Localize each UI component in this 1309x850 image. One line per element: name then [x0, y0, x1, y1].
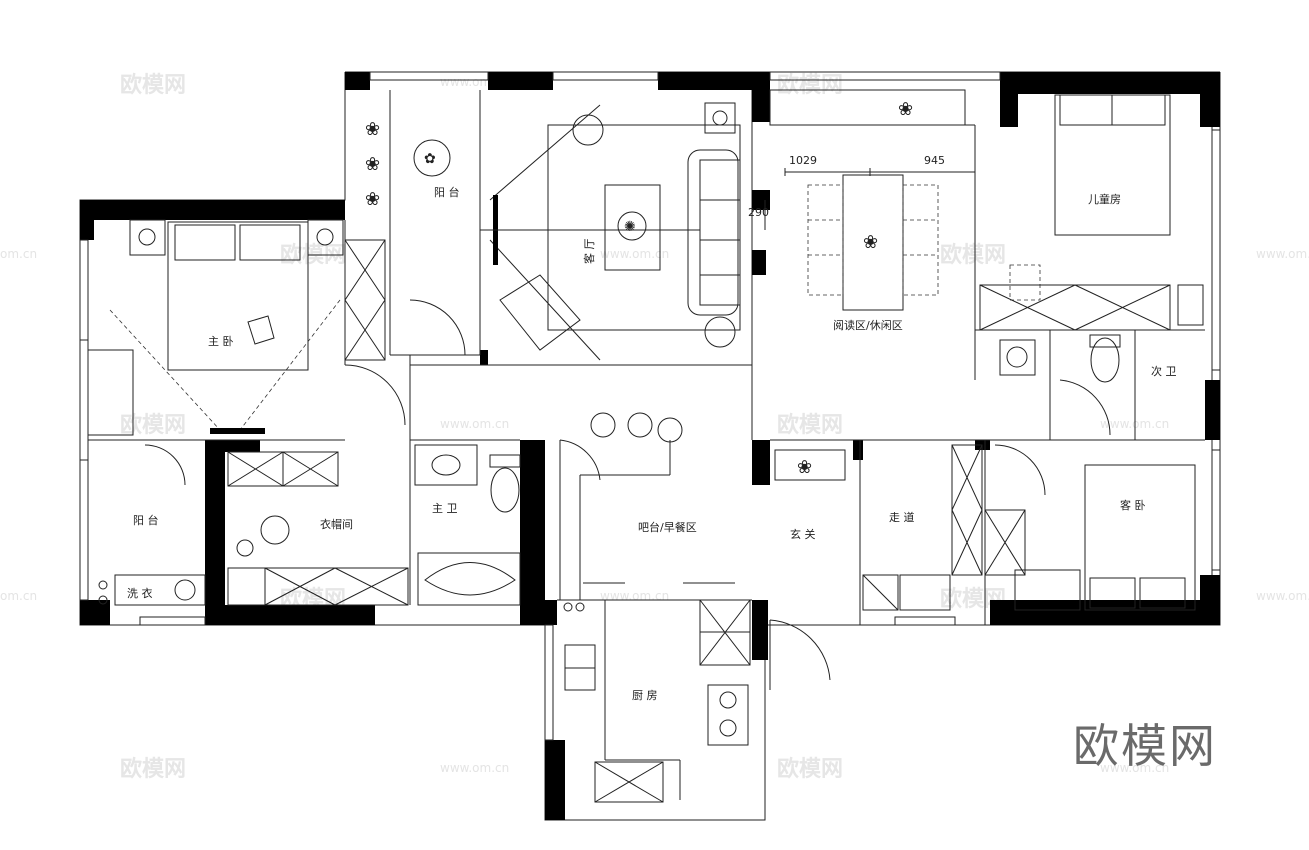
dimension-labels: 1029 945 290	[748, 154, 945, 219]
children-room-furniture	[979, 94, 1171, 331]
room-label-master-bedroom: 主 卧	[208, 335, 234, 348]
plant-icon: ❀	[863, 232, 878, 253]
flower-icon: ✺	[624, 219, 636, 235]
watermark: 欧模网	[120, 72, 186, 98]
watermark: 欧模网	[120, 412, 186, 438]
structural-walls	[80, 72, 1220, 820]
living-room-furniture: ✺	[480, 102, 741, 361]
dimension-label: 1029	[789, 154, 817, 167]
dimension-label: 290	[748, 206, 769, 219]
room-label-balcony-left: 阳 台	[133, 513, 159, 527]
room-label-bar-breakfast: 吧台/早餐区	[638, 520, 697, 534]
room-label-reading-area: 阅读区/休闲区	[833, 318, 903, 332]
plant-icon: ❀	[365, 154, 380, 175]
watermark-url: www.om.cn	[1100, 761, 1169, 775]
watermark-url: www.om.cn	[1256, 247, 1309, 261]
reading-area-furniture: ❀ ❀	[764, 89, 976, 311]
watermark: 欧模网	[777, 756, 843, 782]
room-label-guest-bedroom: 客 卧	[1120, 498, 1146, 512]
closet-furniture	[227, 451, 409, 606]
kitchen-fixtures	[563, 599, 751, 803]
room-label-master-bath: 主 卫	[432, 502, 458, 515]
watermark-url: www.om.cn	[600, 247, 669, 261]
windows	[79, 71, 1221, 741]
room-label-entrance: 玄 关	[790, 527, 816, 541]
plant-icon: ✿	[424, 151, 436, 167]
master-bedroom-furniture	[87, 219, 344, 436]
watermark-url: www.om.cn	[440, 761, 509, 775]
brand-logo: 欧模网	[1073, 719, 1217, 773]
room-label-laundry: 洗 衣	[127, 586, 153, 600]
room-label-second-bath: 次 卫	[1151, 364, 1177, 378]
watermark-url: www.om.cn	[600, 589, 669, 603]
watermark-url: www.om.cn	[440, 417, 509, 431]
master-bath-fixtures	[414, 444, 521, 606]
entrance-furniture: ❀	[774, 444, 1196, 611]
plant-icon: ❀	[365, 119, 380, 140]
partitions	[88, 90, 1205, 800]
watermark-url: www.om.cn	[1256, 589, 1309, 603]
room-label-children-room: 儿童房	[1088, 192, 1121, 206]
bar-furniture	[410, 364, 752, 584]
watermark: 欧模网	[120, 756, 186, 782]
balcony-left-furniture	[98, 539, 254, 606]
room-labels: 阳 台 客 厅 儿童房 主 卧 阅读区/休闲区 次 卫 阳 台 衣帽间 主 卫 …	[127, 185, 1177, 702]
second-bath-fixtures	[999, 284, 1204, 383]
balcony-top-furniture: ✿ ❀ ❀ ❀	[344, 119, 451, 361]
room-label-kitchen: 厨 房	[632, 689, 658, 702]
watermark-url: om.cn	[0, 589, 37, 603]
room-label-balcony-top: 阳 台	[434, 185, 460, 199]
plant-icon: ❀	[365, 189, 380, 210]
door-swings	[144, 299, 1111, 690]
watermark: 欧模网	[940, 242, 1006, 268]
plant-icon: ❀	[898, 99, 913, 120]
watermark: 欧模网	[777, 412, 843, 438]
plant-icon: ❀	[797, 457, 812, 478]
room-label-walk-in-closet: 衣帽间	[320, 517, 353, 531]
watermark: 欧模网	[777, 72, 843, 98]
watermark-layer: 欧模网 欧模网 欧模网 欧模网 欧模网 欧模网 欧模网 欧模网 欧模网 欧模网 …	[0, 72, 1309, 782]
room-label-living-room: 客 厅	[582, 239, 596, 265]
room-label-corridor: 走 道	[889, 510, 915, 524]
dimension-label: 945	[924, 154, 945, 167]
watermark-url: om.cn	[0, 247, 37, 261]
